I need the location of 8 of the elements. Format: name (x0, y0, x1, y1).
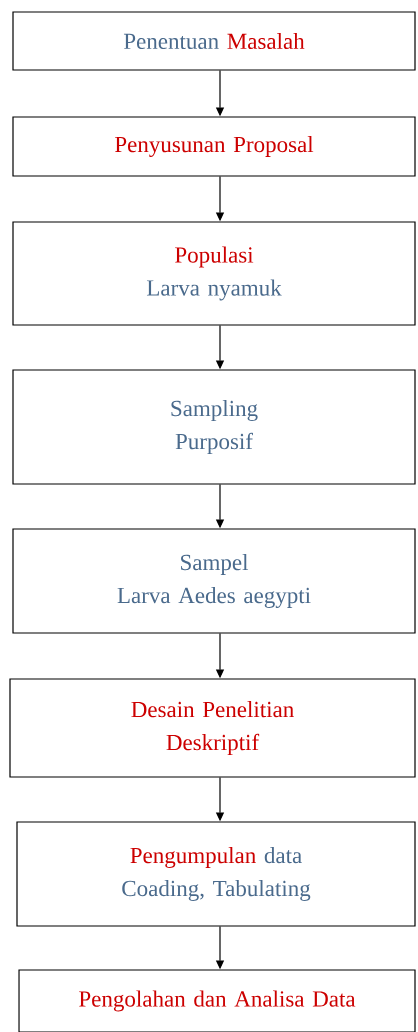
process-box: Sampel Larva Aedes aegypti (12, 528, 416, 634)
process-box: Desain Penelitian Deskriptif (9, 678, 416, 778)
process-box: Populasi Larva nyamuk (12, 221, 416, 326)
process-box: Pengolahan dan Analisa Data (18, 969, 416, 1032)
process-box: Pengumpulan data Coading, Tabulating (16, 821, 416, 927)
process-box: Penentuan Masalah (12, 11, 416, 71)
process-box: Penyusunan Proposal (12, 116, 416, 177)
process-box: Sampling Purposif (12, 369, 416, 485)
